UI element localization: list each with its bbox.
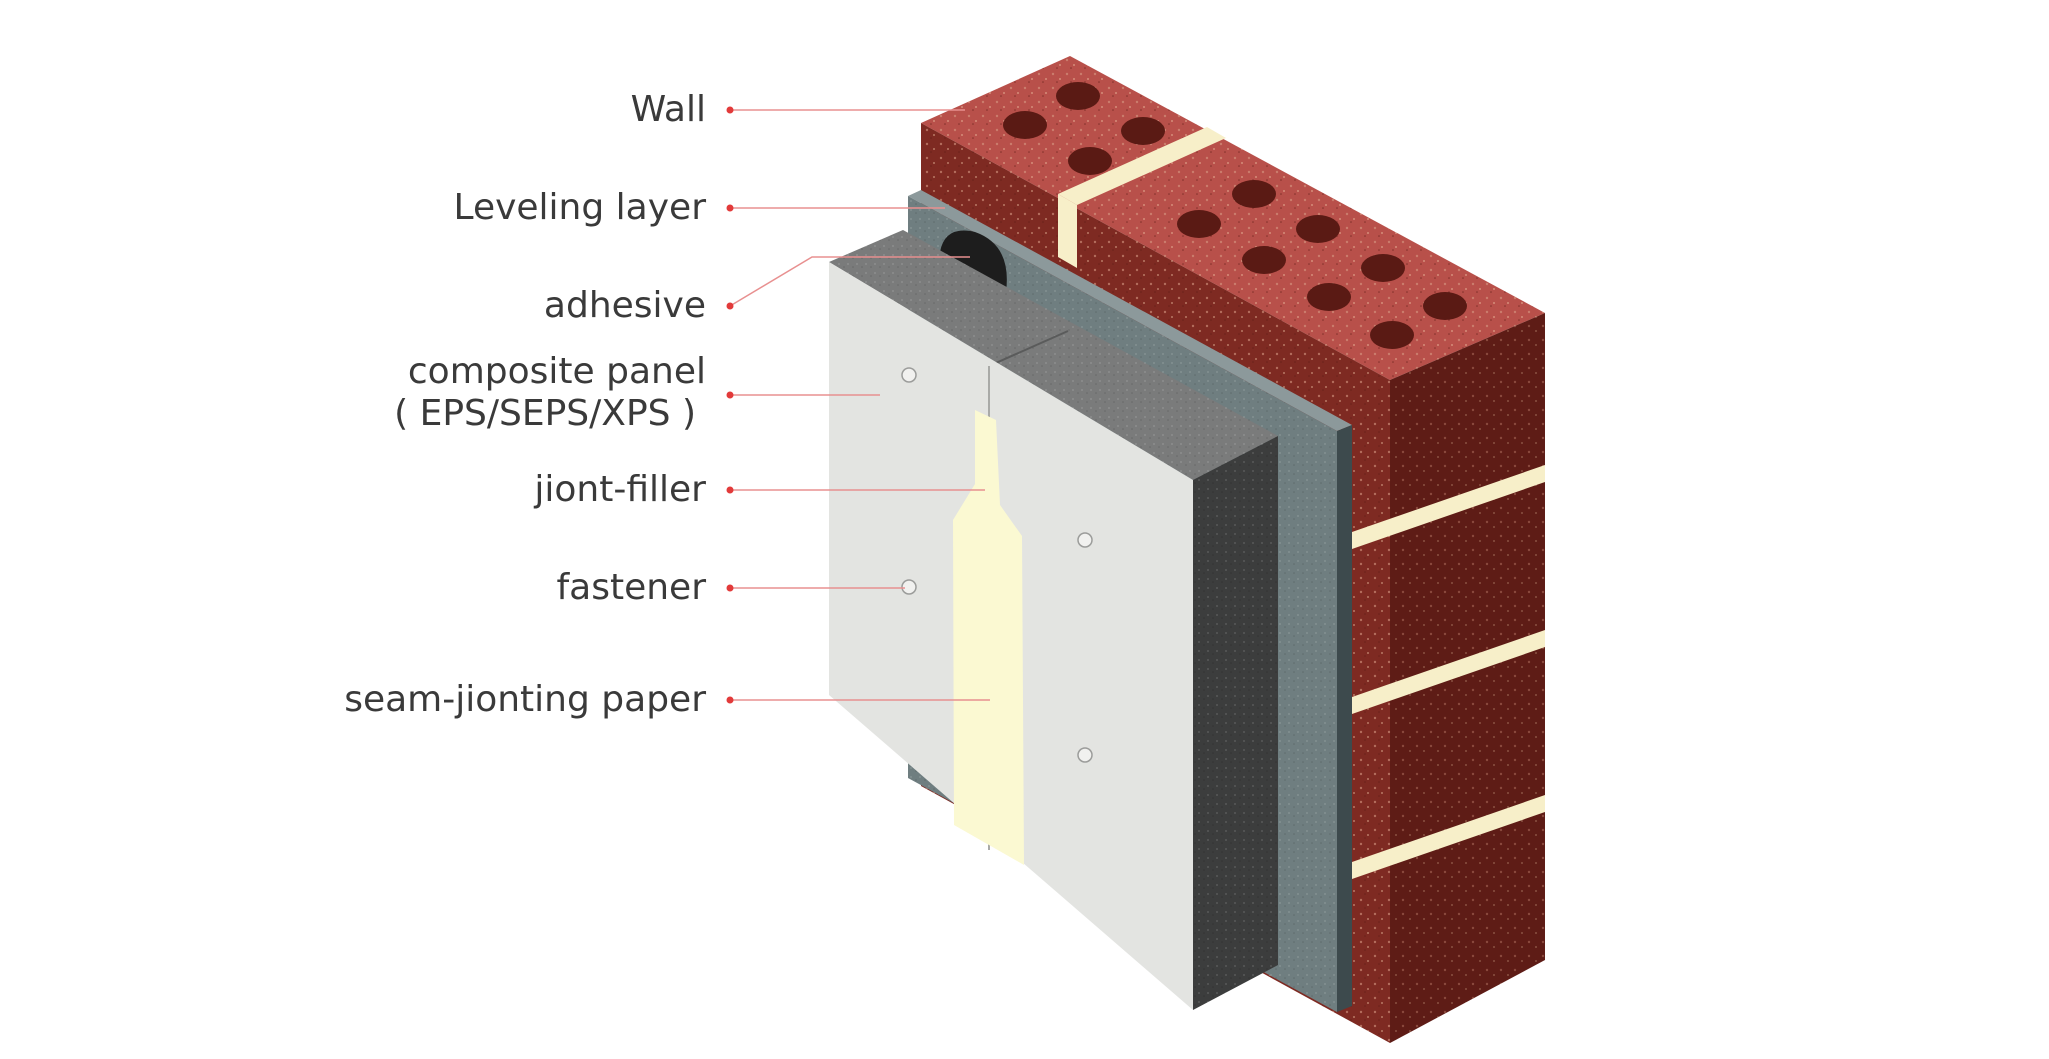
fastener-icon [901, 367, 1093, 763]
mortar-bed-joint-2 [1352, 630, 1545, 714]
brick-holes [1003, 82, 1467, 349]
leader-dots [726, 106, 734, 704]
seam-jointing-paper [953, 410, 1024, 865]
leveling-side-face [1337, 425, 1352, 1012]
label-joint-filler: jiont-filler [533, 469, 706, 510]
label-fastener: fastener [556, 567, 706, 608]
label-wall: Wall [631, 89, 706, 130]
label-adhesive: adhesive [544, 285, 706, 326]
leader-lines [729, 109, 990, 701]
mortar-bed-joint-3 [1352, 795, 1545, 879]
composite-panels [829, 230, 1278, 1010]
mortar-head-joint-top [1058, 127, 1226, 205]
leveling-top-face [908, 190, 1352, 431]
labels: Wall Leveling layer adhesive composite p… [344, 89, 706, 720]
label-leveling-layer: Leveling layer [454, 187, 707, 228]
label-composite-panel-materials: ( EPS/SEPS/XPS ) [394, 393, 696, 434]
mortar-bed-joint-1 [1352, 465, 1545, 549]
mortar-head-joint-front [1058, 194, 1077, 268]
label-seam-jointing-paper: seam-jionting paper [344, 679, 706, 720]
adhesive-dab [940, 230, 1007, 292]
label-composite-panel: composite panel [408, 351, 706, 392]
